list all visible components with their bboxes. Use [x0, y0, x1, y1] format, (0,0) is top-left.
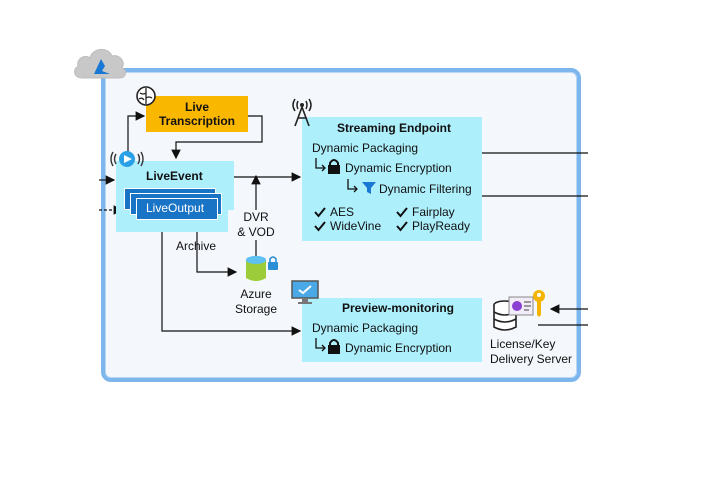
license-server-label: License/Key Delivery Server [490, 337, 573, 366]
streaming-dynamic-encryption: Dynamic Encryption [345, 161, 452, 175]
streaming-lock-icon [328, 159, 340, 174]
drm-aes: AES [330, 205, 355, 219]
transcription-brain-icon [136, 86, 156, 106]
certificate-icon [508, 296, 534, 316]
key-icon [533, 290, 545, 317]
drm-fairplay: Fairplay [412, 205, 455, 219]
streaming-dynamic-packaging: Dynamic Packaging [312, 141, 419, 155]
streaming-endpoint-box [302, 117, 482, 241]
live-output-box [136, 198, 218, 220]
azure-storage-icon [246, 256, 278, 281]
preview-monitoring-title: Preview-monitoring [342, 301, 455, 315]
check-icon [314, 221, 326, 232]
to-transcription-arrow [127, 111, 146, 160]
filtering-branch-icon [347, 179, 358, 193]
preview-lock-icon [328, 339, 340, 354]
to-preview-arrow [161, 232, 302, 336]
from-transcription-arrow [171, 115, 263, 160]
streaming-dynamic-filtering: Dynamic Filtering [379, 182, 472, 196]
azure-cloud-icon [74, 49, 127, 79]
preview-dynamic-packaging: Dynamic Packaging [312, 321, 419, 335]
filter-icon [362, 182, 376, 194]
live-broadcast-icon [110, 151, 144, 167]
streaming-antenna-icon [292, 98, 312, 127]
streaming-endpoint-title: Streaming Endpoint [337, 121, 451, 135]
live-output-label: LiveOutput [146, 201, 205, 215]
archive-label: Archive [176, 239, 217, 253]
preview-dynamic-encryption: Dynamic Encryption [345, 341, 452, 355]
streaming-branch-icon [315, 158, 326, 172]
check-icon [396, 207, 408, 218]
monitor-icon [291, 280, 319, 304]
drm-widevine: WideVine [330, 219, 382, 233]
drm-playready: PlayReady [412, 219, 471, 233]
live-event-title: LiveEvent [146, 169, 203, 183]
azure-storage-label: Azure Storage [234, 287, 278, 316]
check-icon [396, 221, 408, 232]
preview-branch-icon [315, 338, 326, 352]
check-icon [314, 207, 326, 218]
live-transcription-label: Live Transcription [158, 100, 235, 128]
live-transcription-box [146, 96, 248, 132]
archive-arrow [196, 232, 238, 277]
dvr-vod-label: DVR & VOD [228, 210, 284, 240]
